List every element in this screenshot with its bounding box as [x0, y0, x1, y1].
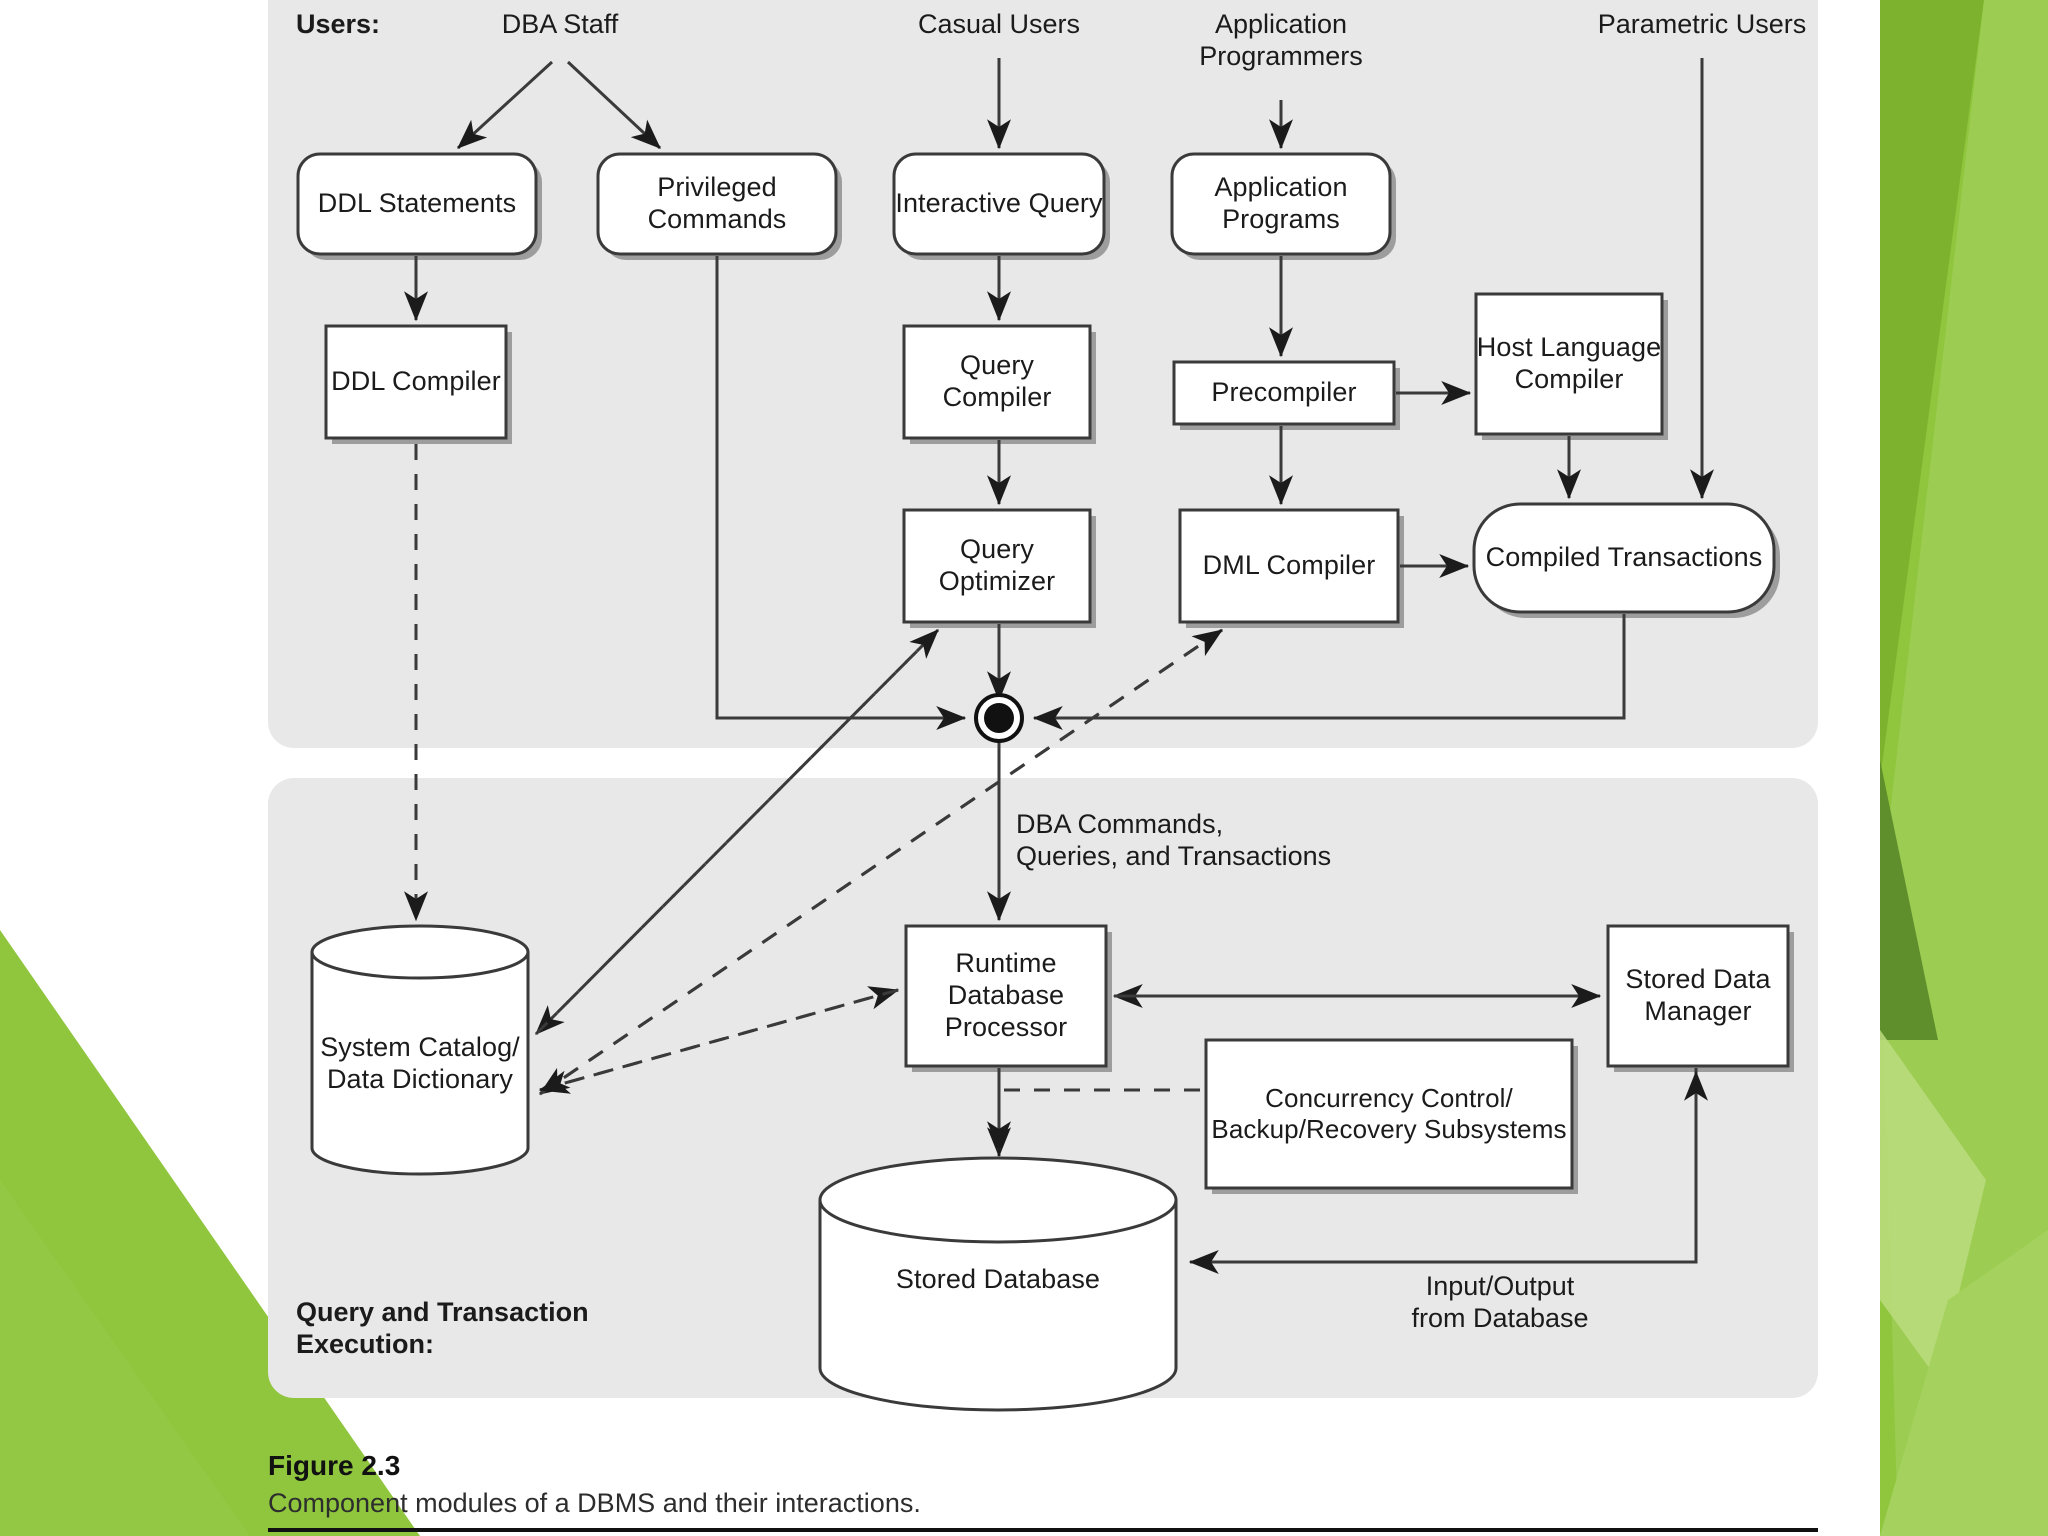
edge-compiled-to-junction: [1032, 614, 1626, 730]
node-query-optimizer: [902, 508, 1092, 624]
execution-section-label: Query and Transaction Execution:: [296, 1297, 589, 1360]
label-stored-data-manager: Stored Data Manager: [1625, 964, 1771, 1026]
edge-label-dba-commands: DBA Commands, Queries, and Transactions: [1016, 809, 1332, 872]
node-host-language-compiler: [1474, 292, 1664, 436]
node-application-programs: [1170, 152, 1392, 256]
edge-label-input-output: Input/Output from Database: [1411, 1271, 1589, 1334]
actor-application-programmers: Application Programmers: [1199, 9, 1363, 72]
label-application-programs: Application Programs: [1214, 172, 1348, 234]
label-system-catalog: System Catalog/ Data Dictionary: [320, 1032, 520, 1094]
node-compiled-transactions: [1472, 502, 1776, 614]
edge-privileged-to-junction: [715, 256, 967, 730]
label-compiled-transactions: Compiled Transactions: [1485, 542, 1763, 573]
actor-casual-users: Casual Users: [917, 9, 1081, 39]
node-stored-data-manager: [1606, 924, 1790, 1068]
node-stored-database: [818, 1156, 1178, 1412]
edge-dba-to-privileged: [566, 60, 662, 150]
users-section-label: Users:: [296, 9, 381, 39]
node-precompiler: [1172, 360, 1396, 426]
label-ddl-compiler: DDL Compiler: [331, 366, 501, 397]
edge-optimizer-to-catalog: [534, 628, 940, 1036]
junction-node: [974, 693, 1024, 743]
label-stored-database: Stored Database: [895, 1264, 1101, 1295]
label-concurrency-control: Concurrency Control/ Backup/Recovery Sub…: [1211, 1083, 1567, 1144]
node-query-compiler: [902, 324, 1092, 440]
node-system-catalog: [310, 924, 530, 1176]
label-host-language-compiler: Host Language Compiler: [1476, 332, 1662, 394]
node-ddl-compiler: [324, 324, 508, 440]
node-interactive-query: [892, 152, 1106, 256]
figure-number: Figure 2.3: [268, 1450, 401, 1481]
label-query-optimizer: Query Optimizer: [938, 534, 1056, 596]
node-ddl-statements: [296, 152, 538, 256]
edge-dba-to-ddl: [456, 60, 554, 150]
node-runtime-database-processor: [904, 924, 1108, 1068]
label-query-compiler: Query Compiler: [942, 350, 1052, 412]
actor-parametric-users: Parametric Users: [1597, 9, 1807, 39]
edge-runtime-to-catalog: [538, 988, 899, 1094]
label-dml-compiler: DML Compiler: [1202, 550, 1376, 581]
label-interactive-query: Interactive Query: [895, 188, 1103, 219]
node-dml-compiler: [1178, 508, 1400, 624]
caption-rule: [268, 1528, 1818, 1532]
actor-dba-staff: DBA Staff: [501, 9, 619, 39]
node-privileged-commands: [596, 152, 838, 256]
label-ddl-statements: DDL Statements: [317, 188, 517, 219]
label-runtime-database-processor: Runtime Database Processor: [944, 948, 1068, 1042]
label-precompiler: Precompiler: [1211, 377, 1357, 408]
label-privileged-commands: Privileged Commands: [647, 172, 787, 234]
node-concurrency-control: [1204, 1038, 1574, 1190]
figure-caption: Figure 2.3 Component modules of a DBMS a…: [268, 1448, 1468, 1521]
figure-description: Component modules of a DBMS and their in…: [268, 1488, 921, 1518]
